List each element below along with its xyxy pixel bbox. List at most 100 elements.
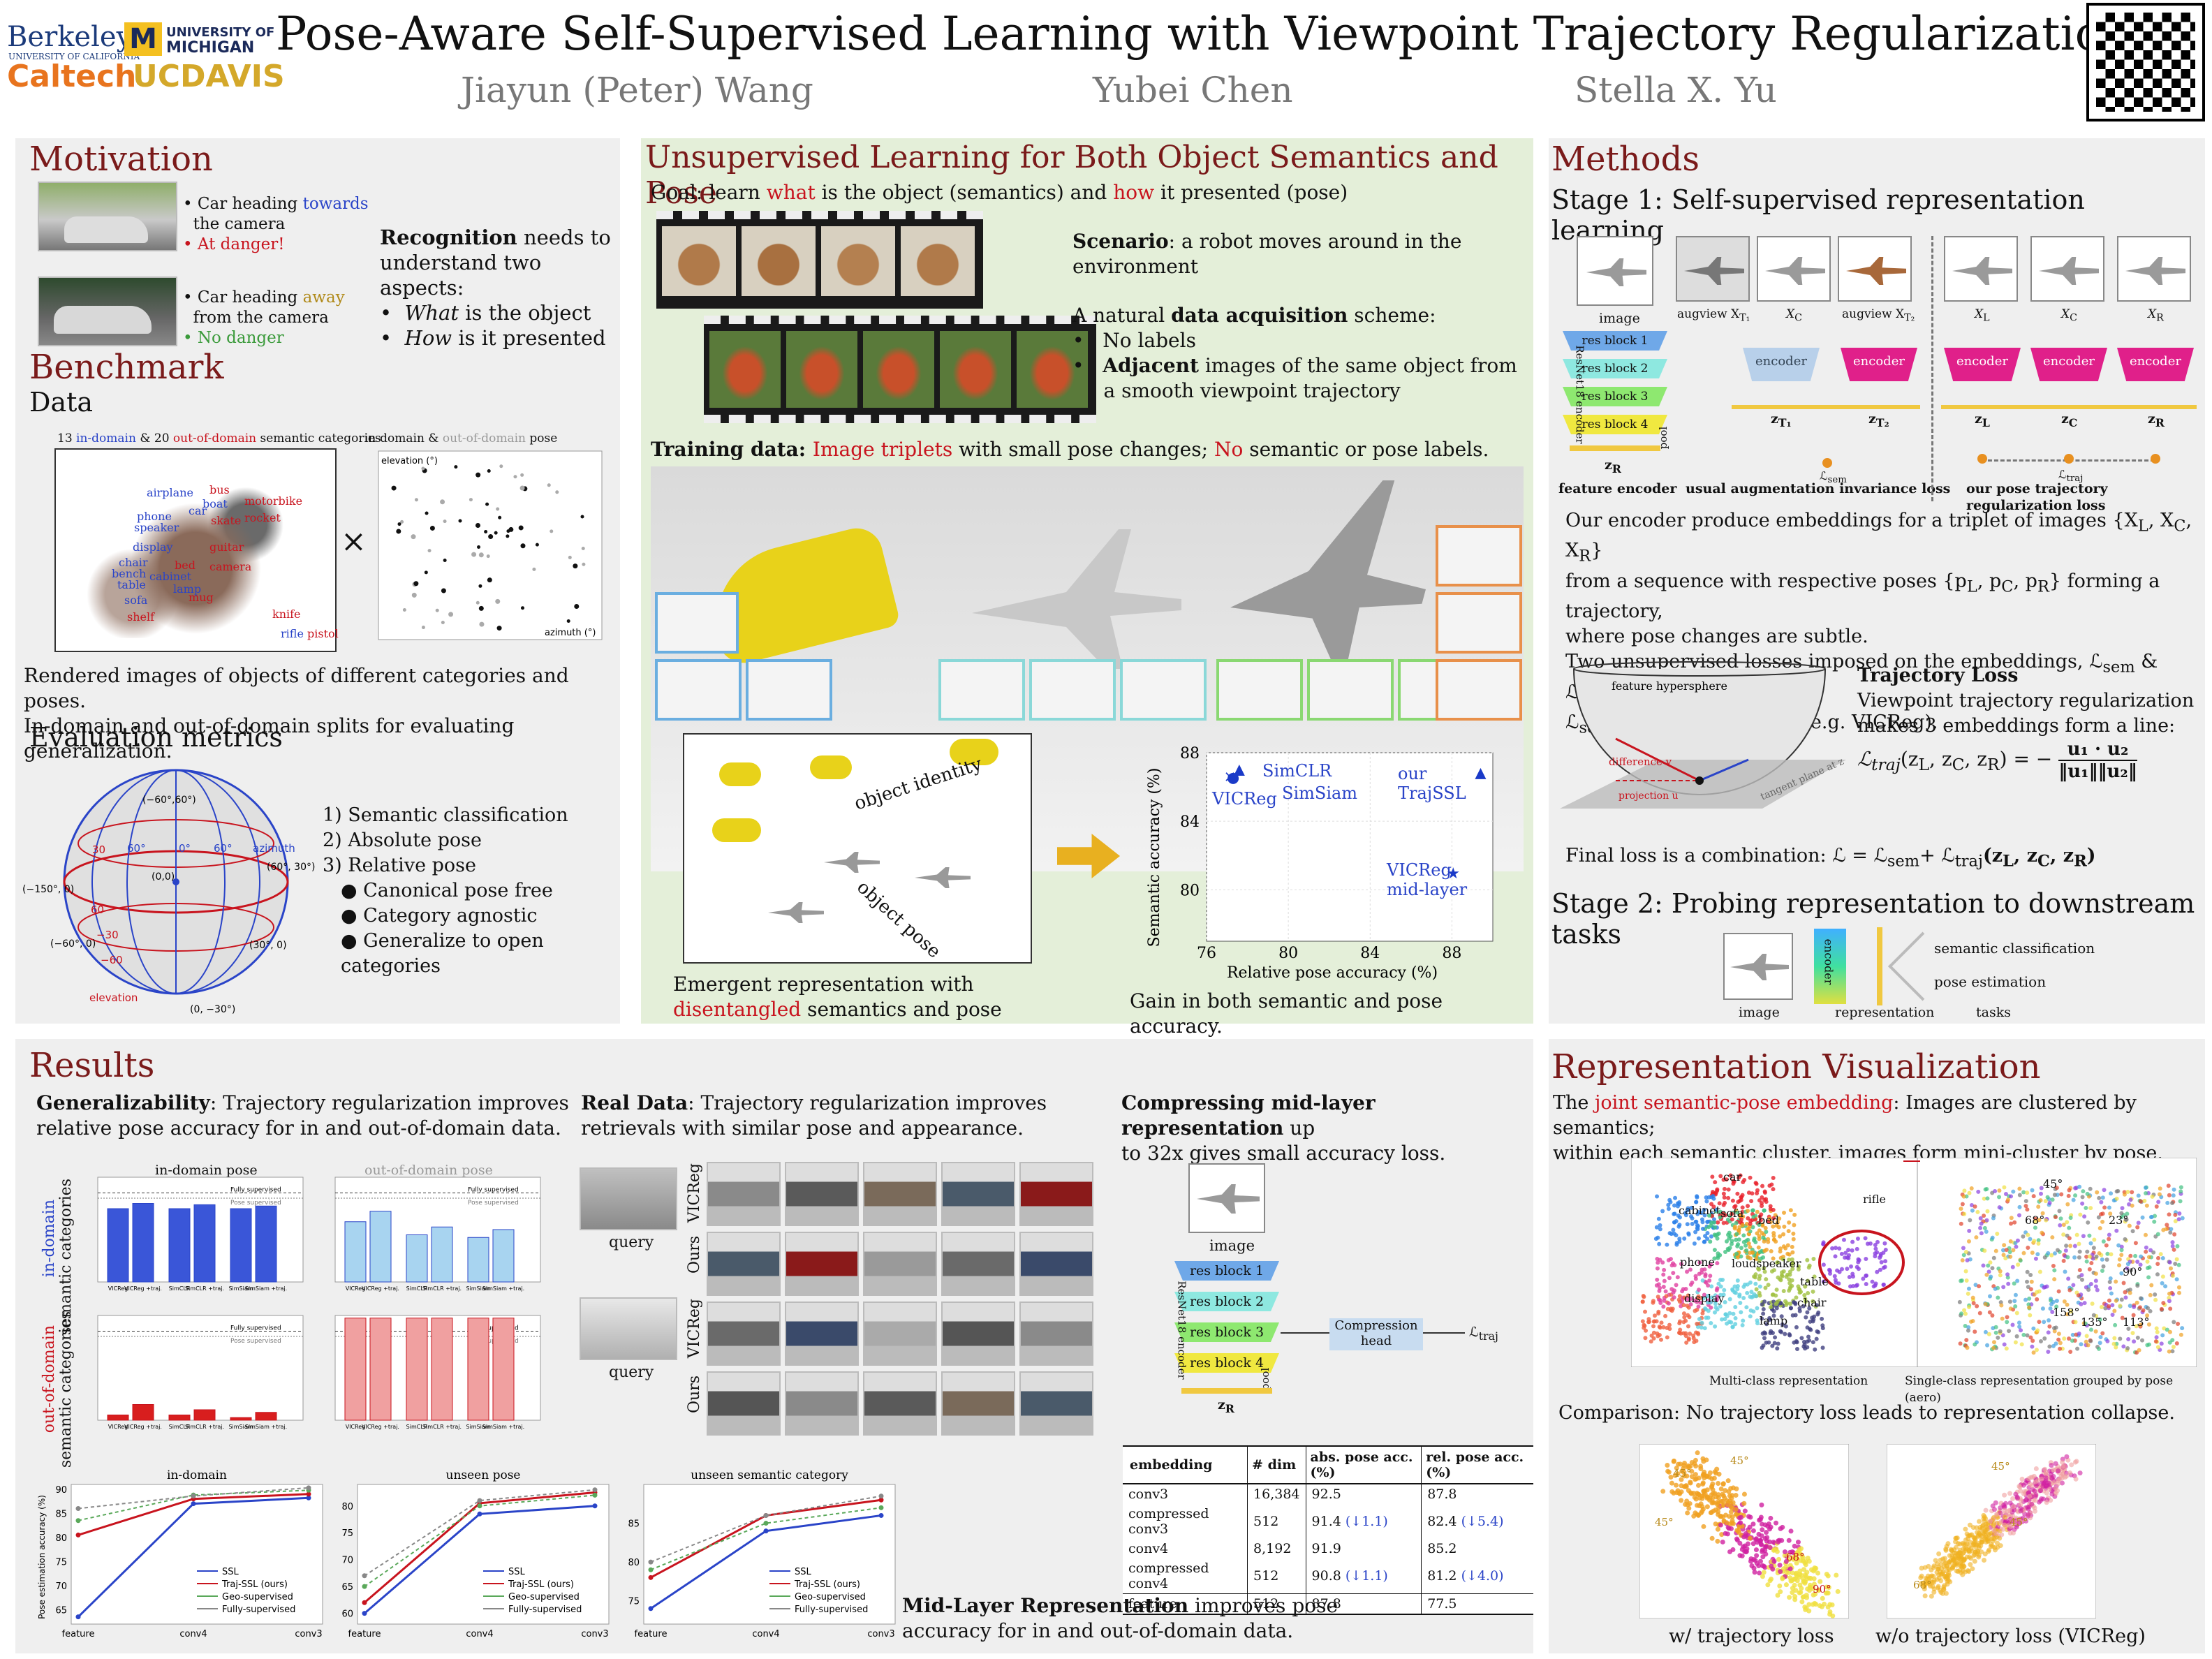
tsne-dot	[1757, 1276, 1762, 1281]
tsne2-dot	[2167, 1340, 2172, 1345]
line-point	[75, 1614, 81, 1620]
pose-dot	[443, 558, 447, 562]
qr-code[interactable]	[2086, 3, 2205, 121]
tsne-dot	[1674, 1283, 1679, 1288]
tsne2-dot	[2039, 1186, 2044, 1190]
tsne2-dot	[2135, 1260, 2140, 1264]
tsne2-dot	[2170, 1200, 2175, 1205]
svg-text:(60°, 30°): (60°, 30°)	[267, 862, 315, 873]
tsne2-dot	[2054, 1341, 2058, 1346]
without-dot	[1979, 1537, 1984, 1542]
with-dot	[1702, 1472, 1707, 1477]
tsne2-dot	[2033, 1225, 2037, 1230]
tsne2-dot	[2036, 1204, 2041, 1209]
line-frame	[71, 1484, 323, 1625]
line-ytick: 80	[628, 1558, 640, 1568]
tsne-dot	[1735, 1287, 1740, 1292]
pose-dot	[513, 475, 517, 479]
line-point	[648, 1567, 654, 1572]
zl-label: zL	[1975, 411, 1990, 429]
with-dot	[1716, 1509, 1721, 1514]
tsne-dot	[1801, 1304, 1806, 1308]
point-trajssl	[1475, 767, 1487, 779]
triplet-thumb-7	[1216, 659, 1303, 721]
tsne2-dot	[1975, 1209, 1980, 1214]
logo-michigan-1: UNIVERSITY OF	[166, 25, 275, 40]
line-point	[878, 1512, 884, 1518]
with-dot	[1790, 1556, 1796, 1562]
tsne2-dot	[2013, 1340, 2018, 1345]
tsne2-dot	[2013, 1304, 2018, 1309]
tsne2-dot	[2133, 1253, 2138, 1258]
tsne2-dot	[2012, 1220, 2017, 1225]
tsne2-dot	[1977, 1284, 1982, 1289]
aug2-label: augview XT₂	[1842, 307, 1915, 324]
tsne-dot	[1760, 1184, 1765, 1188]
tsne-dot	[1711, 1220, 1716, 1225]
tsne-dot	[1774, 1288, 1779, 1292]
tsne2-dot	[2034, 1348, 2039, 1352]
with-dot	[1665, 1462, 1670, 1468]
tsne-dot	[1746, 1216, 1750, 1221]
pose-dot	[435, 608, 439, 612]
without-dot	[1931, 1563, 1937, 1569]
compare-angle-label: 45°	[1991, 1460, 2010, 1473]
tsne-dot	[1746, 1209, 1750, 1214]
tsne2-dot	[1967, 1190, 1972, 1195]
bar-1	[132, 1404, 154, 1421]
tsne-dot	[1702, 1292, 1706, 1297]
tsne2-dot	[2056, 1332, 2061, 1336]
header: Berkeley UNIVERSITY OF CALIFORNIA M UNIV…	[0, 0, 2212, 126]
with-dot	[1695, 1482, 1701, 1488]
without-dot	[2016, 1520, 2022, 1526]
with-dot	[1673, 1482, 1679, 1488]
tsne-dot	[1771, 1216, 1776, 1221]
pose-dot	[413, 581, 419, 587]
tsne-dot	[1741, 1295, 1746, 1300]
line-xtick: conv4	[179, 1629, 207, 1639]
tsne-dot	[1790, 1267, 1795, 1271]
tsne2-dot	[2077, 1255, 2081, 1260]
tsne2-dot	[2091, 1313, 2096, 1318]
obj-skate: skate	[211, 514, 242, 527]
pose-dot	[475, 523, 480, 529]
tsne2-dot	[2064, 1244, 2069, 1248]
tsne-dot	[1787, 1281, 1792, 1285]
tsne2-dot	[2004, 1346, 2009, 1351]
bar-xlabel: VICReg +traj.	[124, 1285, 162, 1292]
line-ytick: 70	[341, 1556, 353, 1566]
tsne-dot	[1748, 1175, 1753, 1180]
tsne-dot	[1681, 1311, 1686, 1316]
with-dot	[1752, 1570, 1757, 1575]
line-xtick: feature	[348, 1629, 381, 1639]
with-dot	[1750, 1521, 1756, 1527]
tsne-dot	[1656, 1282, 1661, 1287]
scatter-ytick: 80	[1180, 882, 1200, 899]
with-dot	[1802, 1580, 1808, 1586]
with-dot	[1803, 1559, 1808, 1565]
tsne2-dot	[2088, 1206, 2093, 1211]
encoder-block-r: encoder	[2117, 348, 2194, 381]
zt2-label: zT₂	[1868, 411, 1889, 429]
tsne-dot	[1760, 1195, 1764, 1200]
tsne2-dot	[2125, 1211, 2130, 1216]
final-loss: Final loss is a combination: ℒ = ℒsem+ ℒ…	[1565, 845, 2096, 871]
tsne2-dot	[2097, 1195, 2102, 1200]
tsne-dot	[1750, 1208, 1755, 1213]
vicreg-label-1: VICReg	[686, 1163, 703, 1223]
tsne2-dot	[1961, 1246, 1966, 1251]
tsne-cap-2: Single-class representation grouped by p…	[1905, 1374, 2174, 1405]
without-dot	[2067, 1470, 2072, 1475]
tsne2-dot	[2133, 1241, 2138, 1246]
with-dot	[1771, 1558, 1777, 1564]
without-dot	[1954, 1535, 1960, 1541]
with-dot	[1780, 1576, 1785, 1581]
tsne2-dot	[2167, 1295, 2172, 1300]
tsne2-dot	[2086, 1288, 2091, 1292]
with-dot	[1771, 1540, 1776, 1545]
without-dot	[1985, 1539, 1991, 1544]
without-dot	[1994, 1531, 2000, 1536]
svg-text:elevation (°): elevation (°)	[381, 456, 438, 466]
